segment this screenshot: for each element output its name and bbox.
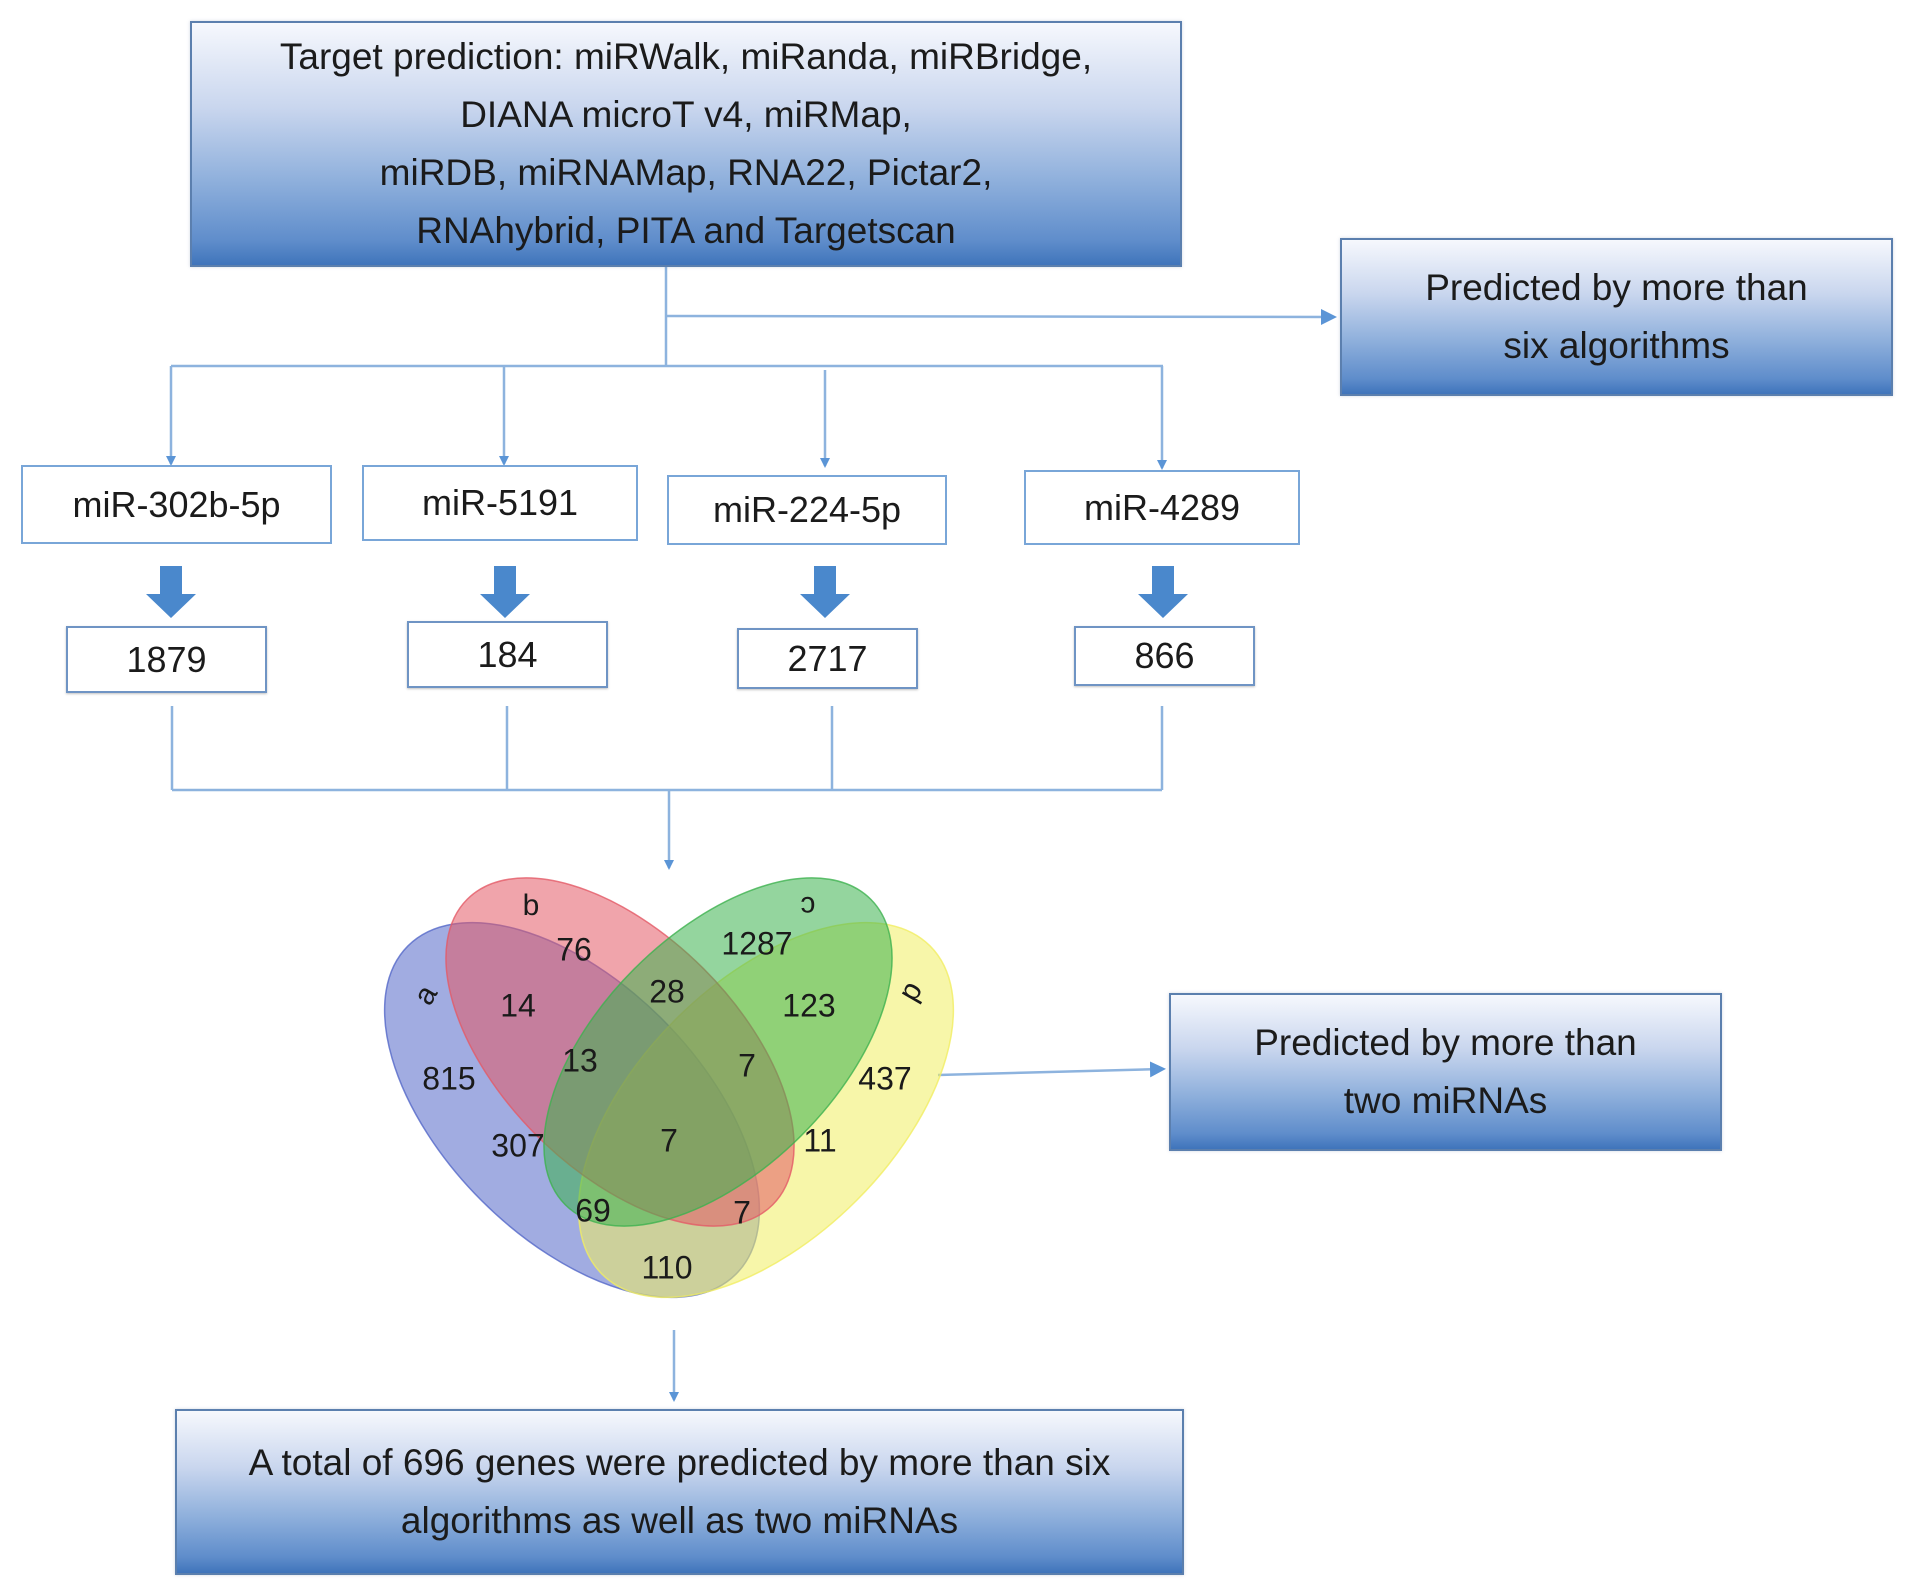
count-box-4: 866 xyxy=(1074,626,1255,686)
target-prediction-line-1: Target prediction: miRWalk, miRanda, miR… xyxy=(279,36,1093,77)
six-algorithms-box: Predicted by more than six algorithms xyxy=(1340,238,1893,396)
venn-region-bc: 28 xyxy=(649,973,685,1009)
two-mirnas-line-2: two miRNAs xyxy=(1343,1080,1548,1121)
venn-region-abc: 13 xyxy=(562,1042,598,1078)
thick-arrows xyxy=(146,566,1188,618)
two-mirnas-box: Predicted by more than two miRNAs xyxy=(1169,993,1722,1151)
result-line-2: algorithms as well as two miRNAs xyxy=(400,1500,959,1541)
mirna-box-2: miR-5191 xyxy=(362,465,638,541)
venn-region-ab: 14 xyxy=(500,987,536,1023)
result-line-1: A total of 696 genes were predicted by m… xyxy=(248,1442,1111,1483)
mirna-box-1: miR-302b-5p xyxy=(21,465,332,544)
thick-arrow-icon xyxy=(146,566,196,618)
result-box: A total of 696 genes were predicted by m… xyxy=(175,1409,1184,1575)
venn-region-b: 76 xyxy=(556,931,592,967)
venn-region-bcd: 7 xyxy=(738,1047,756,1083)
venn-region-abcd: 7 xyxy=(660,1122,678,1158)
venn-region-abd: 7 xyxy=(733,1194,751,1230)
connectors xyxy=(166,267,1337,1402)
thick-arrow-icon xyxy=(800,566,850,618)
venn-region-ac: 307 xyxy=(491,1127,544,1163)
mirna-box-4: miR-4289 xyxy=(1024,470,1300,545)
venn-region-ad: 110 xyxy=(641,1249,692,1285)
thick-arrow-icon xyxy=(1138,566,1188,618)
venn-set-label-c: c xyxy=(801,890,816,923)
mirna-box-3: miR-224-5p xyxy=(667,475,947,545)
target-prediction-box: Target prediction: miRWalk, miRanda, miR… xyxy=(190,21,1182,267)
venn-region-acd: 69 xyxy=(575,1192,611,1228)
six-algorithms-line-1: Predicted by more than xyxy=(1425,267,1808,308)
target-prediction-line-2: DIANA microT v4, miRMap, xyxy=(460,94,912,135)
thick-arrow-icon xyxy=(480,566,530,618)
venn-region-d: 437 xyxy=(858,1060,911,1096)
venn-region-bd: 11 xyxy=(803,1122,836,1158)
target-prediction-line-3: miRDB, miRNAMap, RNA22, Pictar2, xyxy=(379,152,993,193)
arrow-to-algorithms-box xyxy=(665,308,1337,325)
count-box-2: 184 xyxy=(407,621,608,688)
arrow-to-mirnas-box xyxy=(937,1061,1166,1078)
count-box-1: 1879 xyxy=(66,626,267,693)
venn-set-label-b: b xyxy=(523,889,540,922)
venn-region-a: 815 xyxy=(422,1060,475,1096)
venn-set-c xyxy=(543,877,893,1227)
venn-region-c: 1287 xyxy=(721,925,792,961)
six-algorithms-line-2: six algorithms xyxy=(1503,325,1730,366)
two-mirnas-line-1: Predicted by more than xyxy=(1254,1022,1637,1063)
count-box-3: 2717 xyxy=(737,628,918,689)
target-prediction-line-4: RNAhybrid, PITA and Targetscan xyxy=(416,210,956,251)
venn-region-cd: 123 xyxy=(782,987,835,1023)
